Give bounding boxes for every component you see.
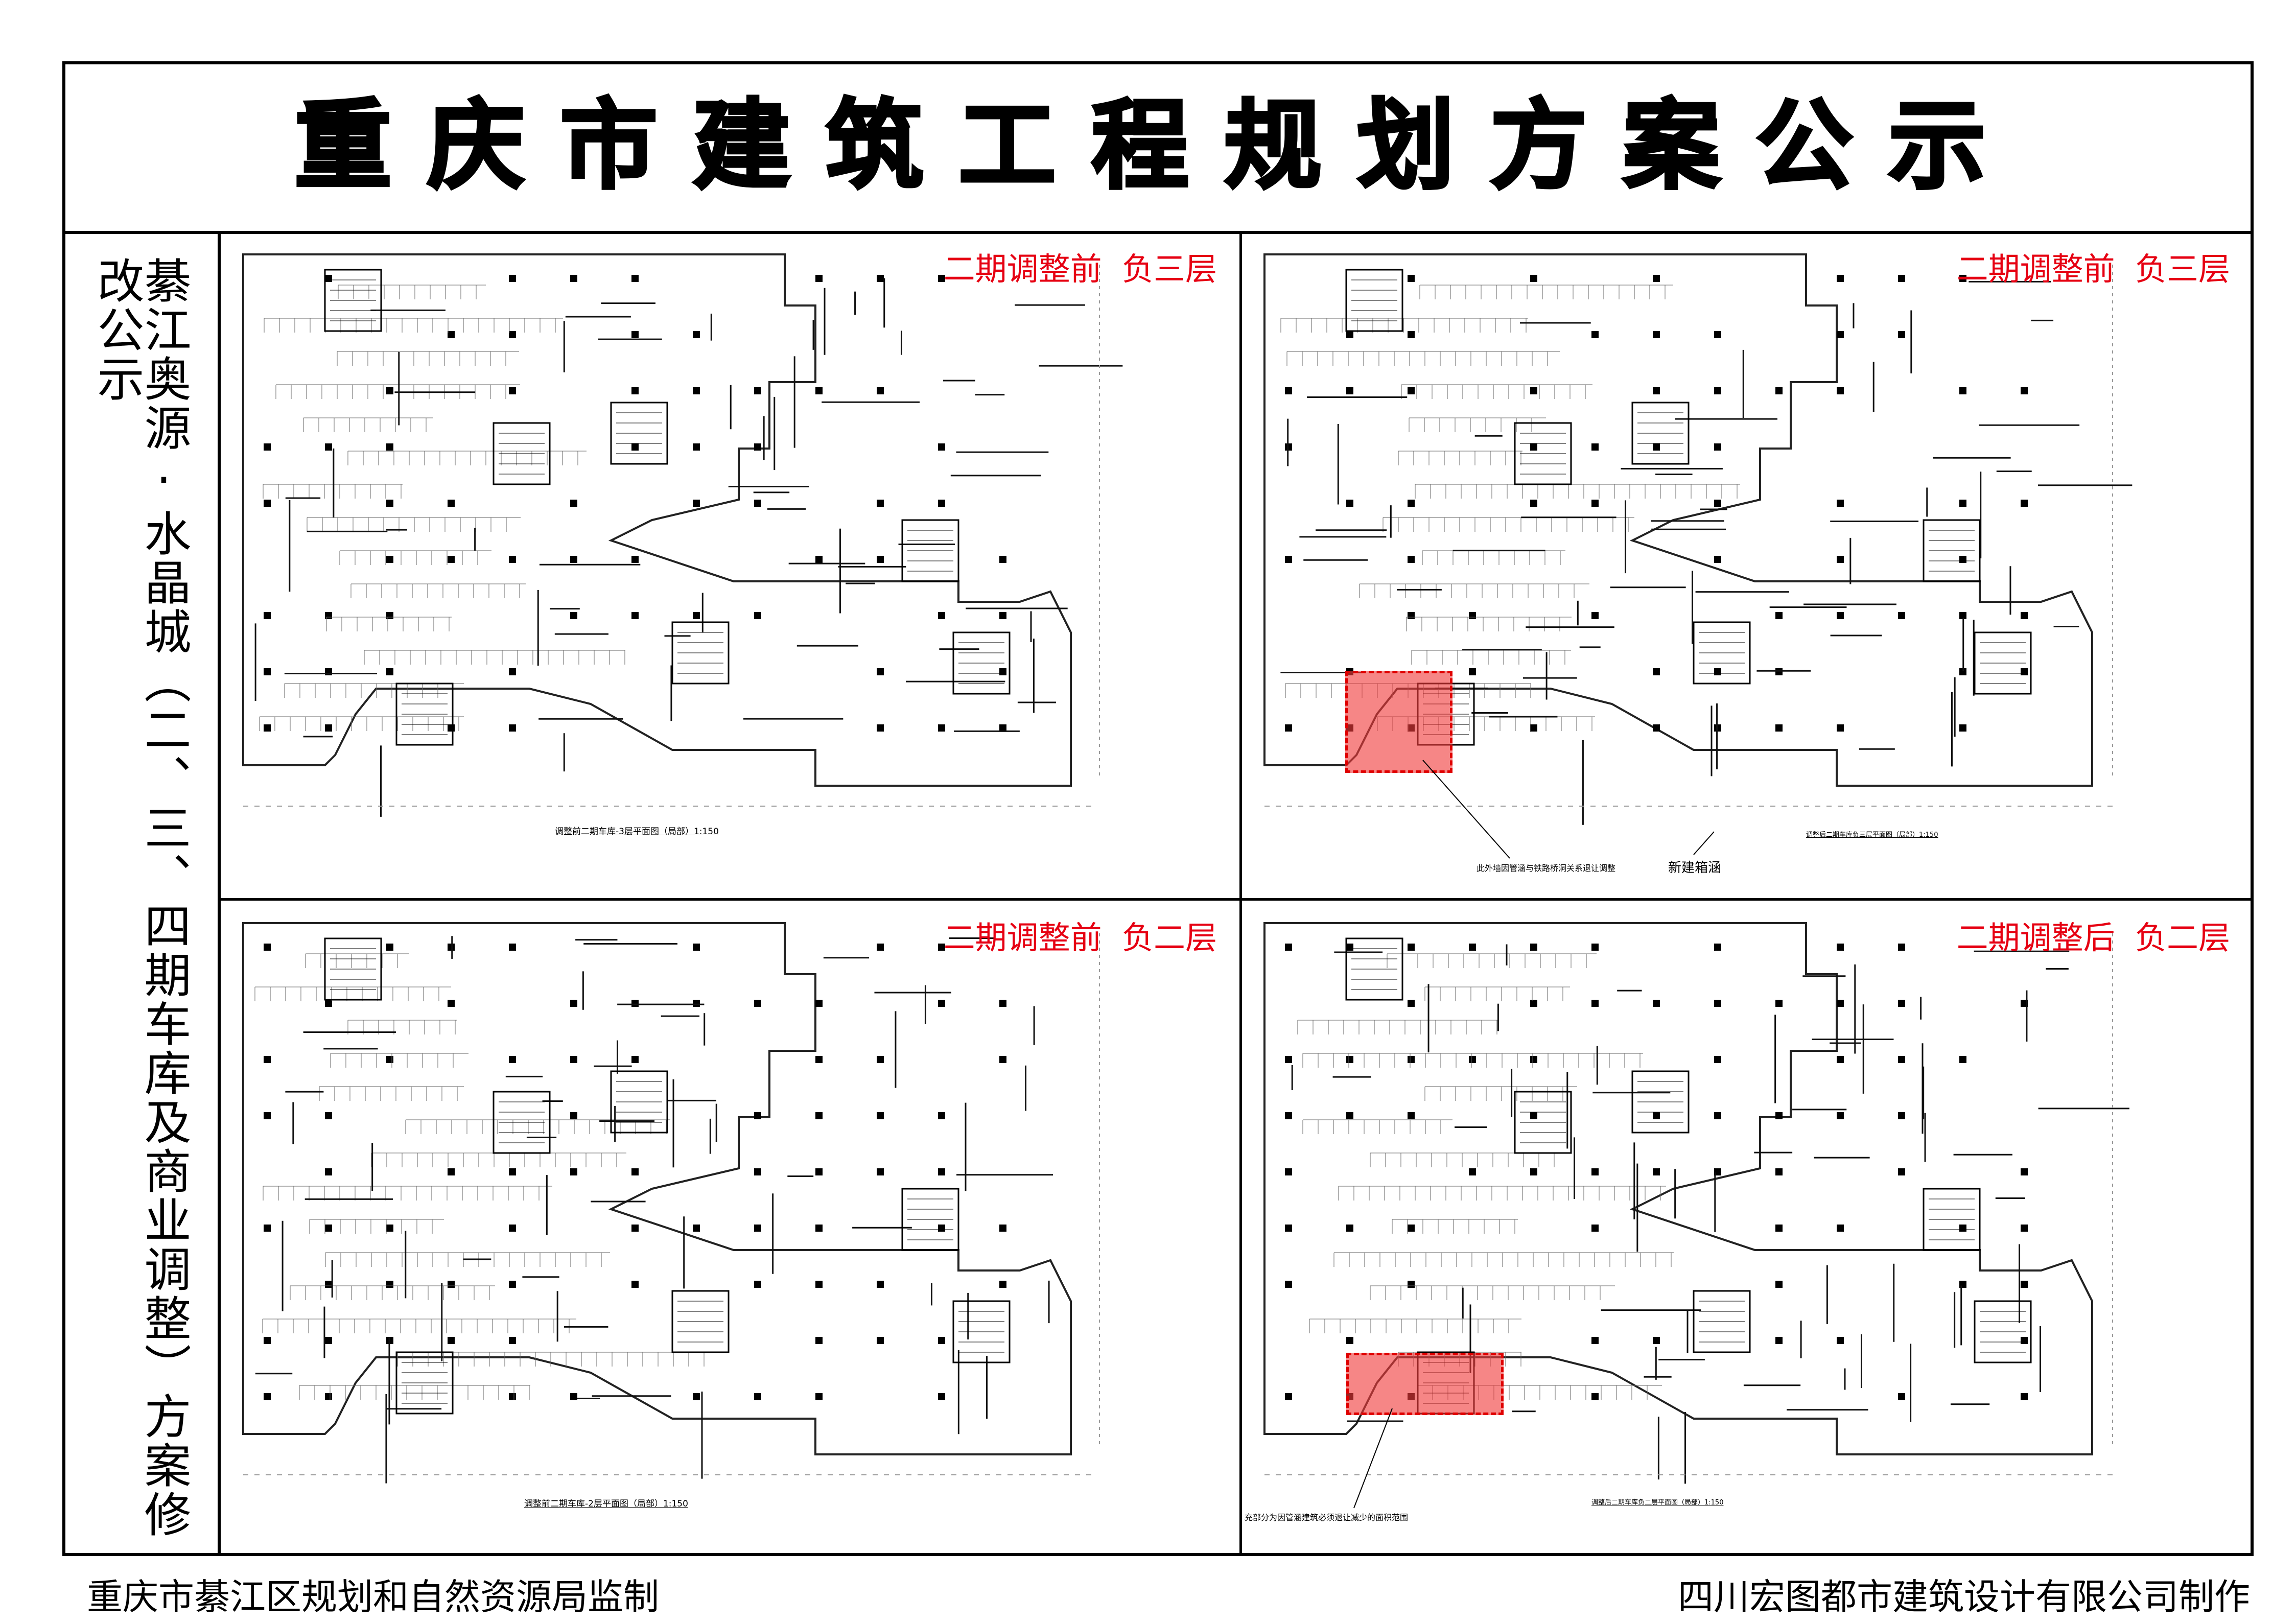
leader-lines [1422,760,1715,859]
plan-panel-before-b3: 二期调整前 负三层 调整前二期车库-3层平面图（局部）1:150 [223,234,1237,896]
annotation-note: 此外墙因管涵与铁路桥洞关系退让调整 [1477,863,1616,873]
reduced-area-highlight [1346,1353,1504,1415]
panel-label: 二期调整前 负三层 [1956,250,2230,288]
floor-plan-drawing [1263,253,2133,825]
plan-panel-before-b2: 二期调整前 负二层 调整前二期车库-2层平面图（局部）1:150 [223,903,1237,1554]
drawing-caption: 调整前二期车库-3层平面图（局部）1:150 [555,827,719,837]
adjusted-area-highlight [1345,671,1452,773]
floor-plan-drawing [242,253,1123,817]
page-title: 重庆市建筑工程规划方案公示 [293,89,2022,202]
panel-label: 二期调整后 负二层 [1956,919,2230,956]
leader-lines [1353,1408,1393,1509]
drawing-caption: 调整后二期车库负二层平面图（局部）1:150 [1591,1499,1724,1507]
side-column: 綦江奥源·水晶城（二、三、四期车库及商业调整）方案修改公示 [62,231,221,1556]
annotation-note: 填充部分为因管涵建筑必须退让减少的面积范围 [1244,1513,1409,1522]
title-bar: 重庆市建筑工程规划方案公示 [62,61,2254,234]
floor-plan-drawing [242,922,1100,1484]
panel-label: 二期调整前 负三层 [943,250,1217,288]
project-title: 綦江奥源·水晶城（二、三、四期车库及商业调整）方案修改公示 [89,256,191,1539]
panel-label: 二期调整前 负二层 [943,919,1217,956]
plan-panel-after-b3: 此外墙因管涵与铁路桥洞关系退让调整 新建箱涵 二期调整前 负三层 调整后二期车库… [1244,234,2251,896]
drawing-caption: 调整前二期车库-2层平面图（局部）1:150 [524,1499,688,1509]
drawing-caption: 调整后二期车库负三层平面图（局部）1:150 [1806,831,1938,839]
floor-plan-drawing [1263,922,2129,1484]
supervisor-credit: 重庆市綦江区规划和自然资源局监制 [87,1576,659,1618]
notice-frame [62,61,2254,1556]
annotation-note: 新建箱涵 [1668,860,1722,876]
panel-divider-horizontal [221,898,2254,901]
panel-divider-vertical [1239,231,1242,1556]
plan-panel-after-b2: 填充部分为因管涵建筑必须退让减少的面积范围 二期调整后 负二层 调整后二期车库负… [1244,903,2251,1554]
producer-credit: 四川宏图都市建筑设计有限公司制作 [1678,1576,2250,1618]
